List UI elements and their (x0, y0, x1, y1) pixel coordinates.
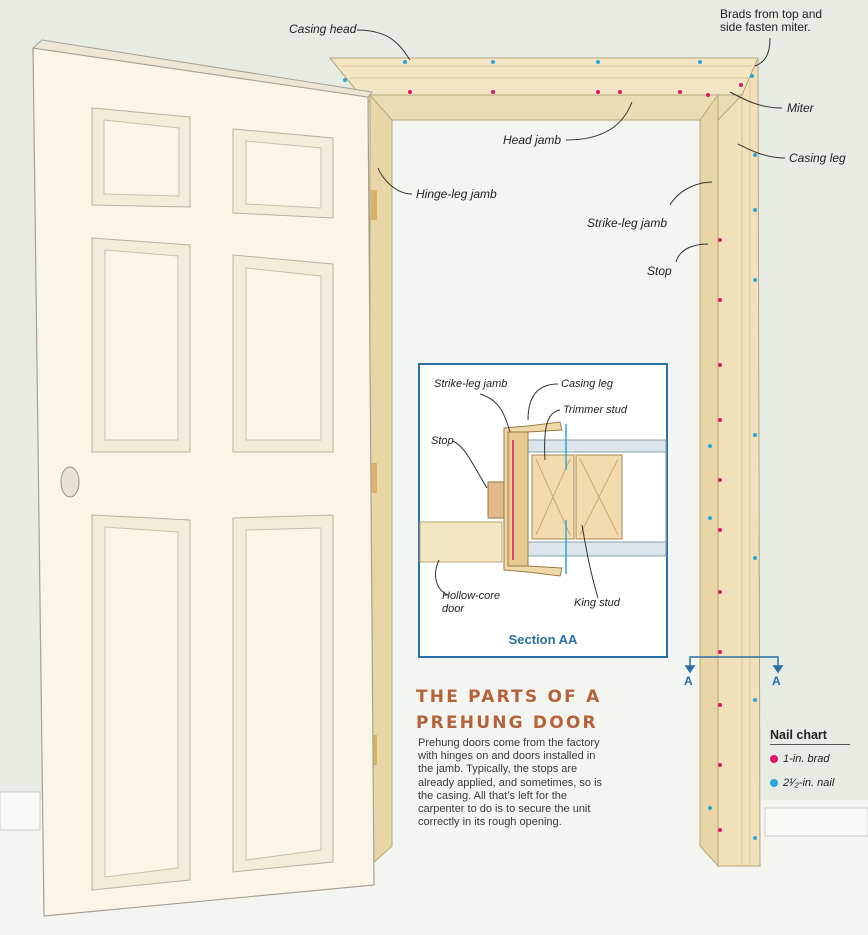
label-casing-head: Casing head (289, 22, 357, 36)
label-head-jamb: Head jamb (503, 133, 562, 147)
baseboard-left (0, 791, 41, 831)
leader-lines (356, 29, 786, 263)
section-label-casing-leg: Casing leg (561, 378, 613, 390)
section-label-king-stud: King stud (574, 597, 620, 609)
label-brads-note: Brads from top and side fasten miter. (720, 7, 823, 34)
section-label-trimmer-stud: Trimmer stud (563, 404, 627, 416)
section-marker-left: A (684, 674, 693, 688)
nail-chart: Nail chart 1-in. brad 2¹⁄₂-in. nail (770, 728, 865, 793)
section-label-hollow-core-door: Hollow-core door (442, 590, 501, 615)
hollow-core-door-profile (419, 521, 503, 563)
hinge-bottom (371, 735, 377, 765)
section-label-stop: Stop (431, 435, 454, 447)
casing-head (328, 57, 759, 96)
section-title: Section AA (508, 632, 578, 647)
nail-chart-item-nail: 2¹⁄₂-in. nail (770, 773, 865, 793)
section-aa-inset (418, 363, 668, 658)
label-strike-leg-jamb: Strike-leg jamb (587, 216, 668, 230)
section-cut-line (684, 656, 784, 674)
article-body: Prehung doors come from the factory with… (418, 737, 603, 829)
head-jamb (358, 94, 744, 121)
baseboard-right (764, 807, 868, 837)
label-casing-leg: Casing leg (789, 151, 846, 165)
nail-chart-label-nail: 2¹⁄₂-in. nail (783, 777, 835, 789)
nail-chart-item-brad: 1-in. brad (770, 749, 865, 769)
article-title: THE PARTS OF A PREHUNG DOOR (416, 687, 602, 733)
brad-dot-icon (770, 755, 778, 763)
label-stop: Stop (647, 264, 672, 278)
jamb-profile (507, 431, 529, 567)
door-knob-hole (60, 466, 80, 498)
nail-chart-title: Nail chart (770, 728, 850, 745)
stop-profile (487, 481, 505, 519)
section-label-strike-leg-jamb: Strike-leg jamb (434, 378, 508, 390)
nail-chart-label-brad: 1-in. brad (783, 753, 830, 765)
nail-dot-icon (770, 779, 778, 787)
hinge-middle (371, 463, 377, 493)
strike-leg-jamb (699, 93, 719, 868)
casing-leg (717, 57, 761, 867)
label-hinge-leg-jamb: Hinge-leg jamb (416, 187, 497, 201)
door (31, 39, 375, 917)
section-marker-right: A (772, 674, 781, 688)
nail-dots (343, 60, 757, 840)
label-miter: Miter (787, 101, 814, 115)
hinge-top (371, 190, 377, 220)
